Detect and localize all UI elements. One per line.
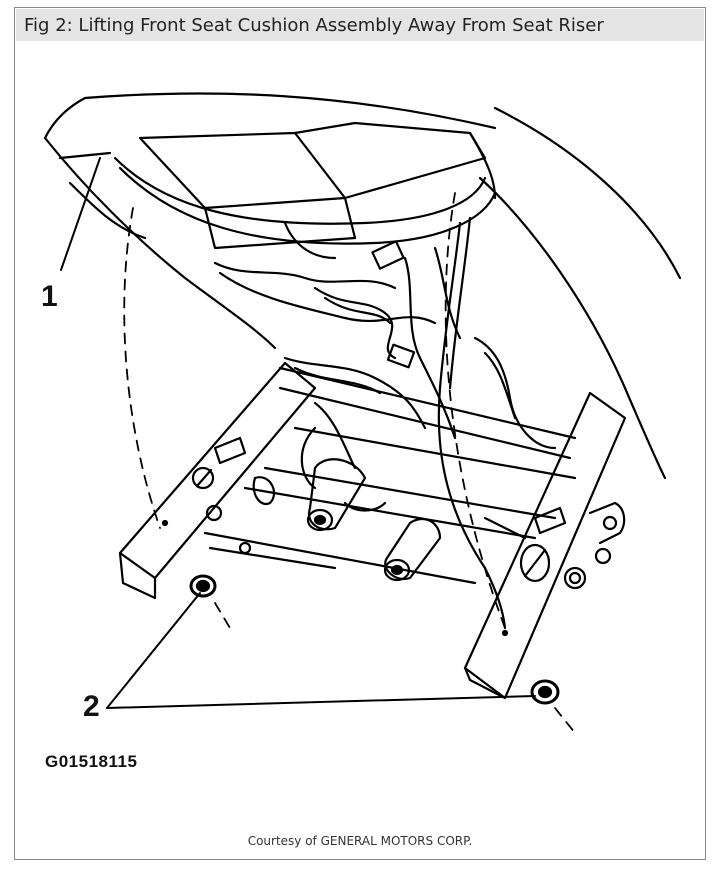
seat-pan-frame: [113, 121, 497, 250]
figure-id: G01518115: [45, 752, 138, 771]
figure-title: Fig 2: Lifting Front Seat Cushion Assemb…: [24, 15, 604, 36]
seat-cushion-illustration: [43, 92, 682, 734]
figure-title-bar: Fig 2: Lifting Front Seat Cushion Assemb…: [16, 9, 704, 41]
right-riser-bracket: [463, 391, 627, 700]
seat-motors: [238, 458, 527, 582]
callout-leaders: [60, 157, 536, 709]
seat-rails: [203, 366, 577, 585]
figure-credit: Courtesy of GENERAL MOTORS CORP.: [247, 834, 473, 848]
nut-icon: [189, 574, 560, 705]
callout-2: 2: [83, 690, 100, 723]
figure-frame: Fig 2: Lifting Front Seat Cushion Assemb…: [14, 7, 706, 860]
alignment-lines: [123, 192, 576, 734]
callout-1: 1: [41, 280, 58, 313]
cushion-shell: [43, 92, 682, 480]
left-riser-bracket: [118, 361, 317, 600]
